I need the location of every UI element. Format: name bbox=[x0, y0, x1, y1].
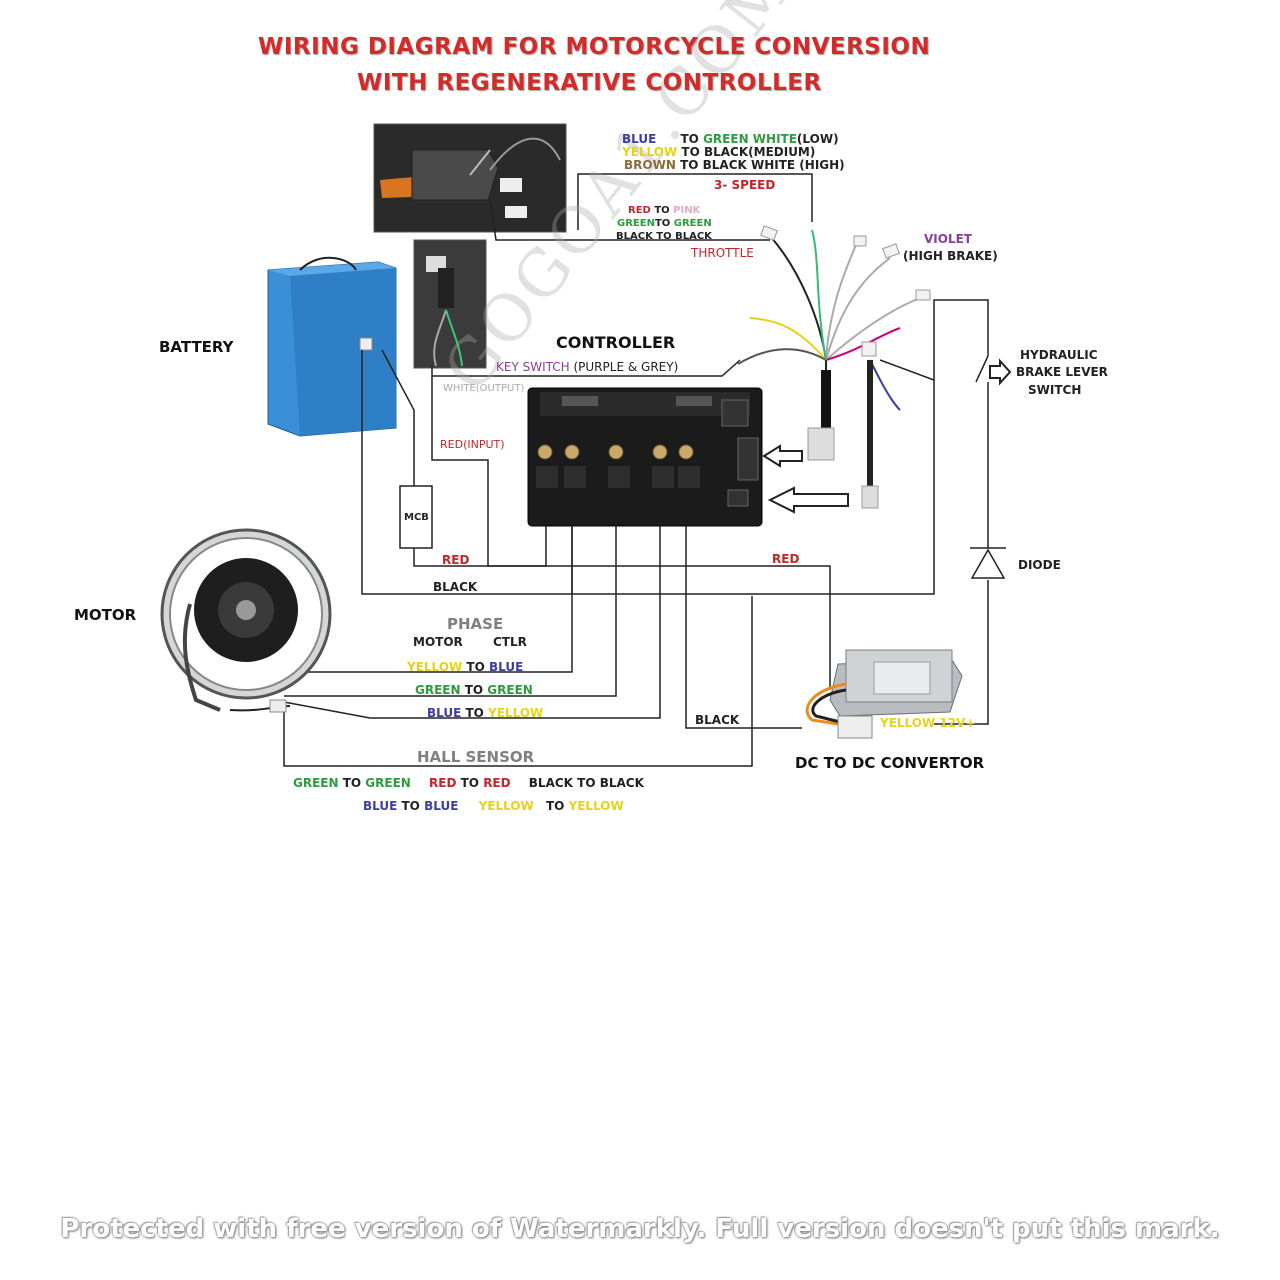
key-switch-colors: (PURPLE & GREY) bbox=[573, 360, 679, 374]
speed-label: 3- SPEED bbox=[714, 178, 776, 192]
high-brake-label: (HIGH BRAKE) bbox=[903, 249, 998, 263]
speed-legend-line2: YELLOW TO BLACK(MEDIUM) bbox=[622, 145, 815, 159]
speed-low: (LOW) bbox=[796, 132, 839, 146]
phase-row3-from: BLUE bbox=[427, 706, 462, 720]
hall-blue1: BLUE bbox=[363, 799, 398, 813]
key-switch-text: KEY SWITCH bbox=[496, 360, 570, 374]
yellow-12v-label: YELLOW 12V+ bbox=[880, 716, 976, 730]
phase-row-3: BLUE TO YELLOW bbox=[427, 706, 543, 720]
diagram-title-line1: WIRING DIAGRAM FOR MOTORCYCLE CONVERSION bbox=[258, 34, 931, 60]
speed-blue: BLUE bbox=[622, 132, 657, 146]
hall-green2: GREEN bbox=[365, 776, 411, 790]
phase-row1-from: YELLOW bbox=[407, 660, 463, 674]
phase-row2-to: GREEN bbox=[487, 683, 533, 697]
hall-to3: TO bbox=[401, 799, 420, 813]
speed-to: TO bbox=[680, 132, 699, 146]
phase-row3-to-word: TO bbox=[465, 706, 484, 720]
phase-row1-to-word: TO bbox=[466, 660, 485, 674]
dc-converter-label: DC TO DC CONVERTOR bbox=[795, 754, 985, 772]
throttle-black-to-black: BLACK TO BLACK bbox=[616, 231, 712, 242]
hall-line-1: GREEN TO GREEN RED TO RED BLACK TO BLACK bbox=[293, 776, 644, 790]
hall-yellow1: YELLOW bbox=[478, 799, 534, 813]
white-output-label: WHITE(OUTPUT) bbox=[443, 383, 525, 394]
hydraulic-label: HYDRAULIC bbox=[1020, 348, 1098, 362]
hall-to4: TO bbox=[545, 799, 565, 813]
hall-red2: RED bbox=[483, 776, 511, 790]
speed-high: TO BLACK WHITE (HIGH) bbox=[680, 158, 845, 172]
controller-label: CONTROLLER bbox=[556, 333, 676, 352]
speed-legend-line1: BLUE TO GREEN WHITE(LOW) bbox=[622, 132, 839, 146]
hall-sensor-title: HALL SENSOR bbox=[417, 748, 535, 766]
throttle-grip-photo bbox=[373, 123, 567, 233]
diode-symbol bbox=[970, 547, 1006, 579]
speed-green-white: GREEN WHITE bbox=[703, 132, 797, 146]
throttle-line1: RED TO PINK bbox=[628, 205, 700, 216]
key-switch-label: KEY SWITCH (PURPLE & GREY) bbox=[496, 360, 678, 374]
throttle-to2: TO bbox=[654, 218, 671, 229]
throttle-pink: PINK bbox=[673, 205, 701, 216]
speed-legend-line3: BROWN TO BLACK WHITE (HIGH) bbox=[624, 158, 845, 172]
phase-row3-to: YELLOW bbox=[488, 706, 544, 720]
hall-green1: GREEN bbox=[293, 776, 339, 790]
throttle-green2: GREEN bbox=[673, 218, 712, 229]
red-input-label: RED(INPUT) bbox=[440, 438, 505, 451]
wiring-lines bbox=[283, 173, 989, 767]
hall-to2: TO bbox=[460, 776, 479, 790]
phase-motor-col: MOTOR bbox=[413, 635, 463, 649]
motor-label: MOTOR bbox=[74, 606, 137, 624]
hall-black: BLACK TO BLACK bbox=[528, 776, 644, 790]
dc-converter-photo bbox=[805, 649, 963, 739]
hub-motor-photo bbox=[160, 528, 332, 713]
key-switch-photo bbox=[413, 239, 487, 369]
diode-label: DIODE bbox=[1018, 558, 1061, 572]
controller-photo bbox=[527, 387, 763, 527]
red-wire-right-label: RED bbox=[772, 552, 800, 566]
diagram-title-line2: WITH REGENERATIVE CONTROLLER bbox=[357, 70, 822, 96]
brake-lever-label: BRAKE LEVER bbox=[1016, 365, 1108, 379]
phase-row2-to-word: TO bbox=[464, 683, 484, 697]
hall-yellow2: YELLOW bbox=[568, 799, 624, 813]
mcb-label: MCB bbox=[404, 512, 429, 523]
phase-row-2: GREEN TO GREEN bbox=[415, 683, 533, 697]
phase-row-1: YELLOW TO BLUE bbox=[407, 660, 523, 674]
black-converter-label: BLACK bbox=[695, 713, 740, 727]
speed-brown: BROWN bbox=[624, 158, 676, 172]
throttle-to: TO bbox=[654, 205, 670, 216]
battery-label: BATTERY bbox=[159, 338, 234, 356]
arrow-icon bbox=[762, 358, 1012, 514]
speed-medium: TO BLACK(MEDIUM) bbox=[681, 145, 816, 159]
watermarkly-footer: Protected with free version of Watermark… bbox=[60, 1214, 1220, 1244]
phase-row2-from: GREEN bbox=[415, 683, 461, 697]
throttle-red: RED bbox=[628, 205, 651, 216]
phase-title: PHASE bbox=[447, 615, 504, 633]
hall-red1: RED bbox=[429, 776, 457, 790]
throttle-green: GREEN bbox=[617, 218, 655, 229]
hall-blue2: BLUE bbox=[424, 799, 459, 813]
speed-yellow: YELLOW bbox=[622, 145, 678, 159]
phase-ctlr-col: CTLR bbox=[493, 635, 527, 649]
switch-label: SWITCH bbox=[1028, 383, 1082, 397]
phase-row1-to: BLUE bbox=[488, 660, 524, 674]
violet-label: VIOLET bbox=[924, 232, 972, 246]
red-wire-label: RED bbox=[442, 553, 470, 567]
throttle-line2: GREENTO GREEN bbox=[617, 218, 712, 229]
hall-line-2: BLUE TO BLUE YELLOW TO YELLOW bbox=[363, 799, 624, 813]
throttle-label: THROTTLE bbox=[691, 246, 754, 260]
battery-photo bbox=[267, 256, 397, 437]
hall-to1: TO bbox=[342, 776, 362, 790]
black-wire-label: BLACK bbox=[433, 580, 478, 594]
